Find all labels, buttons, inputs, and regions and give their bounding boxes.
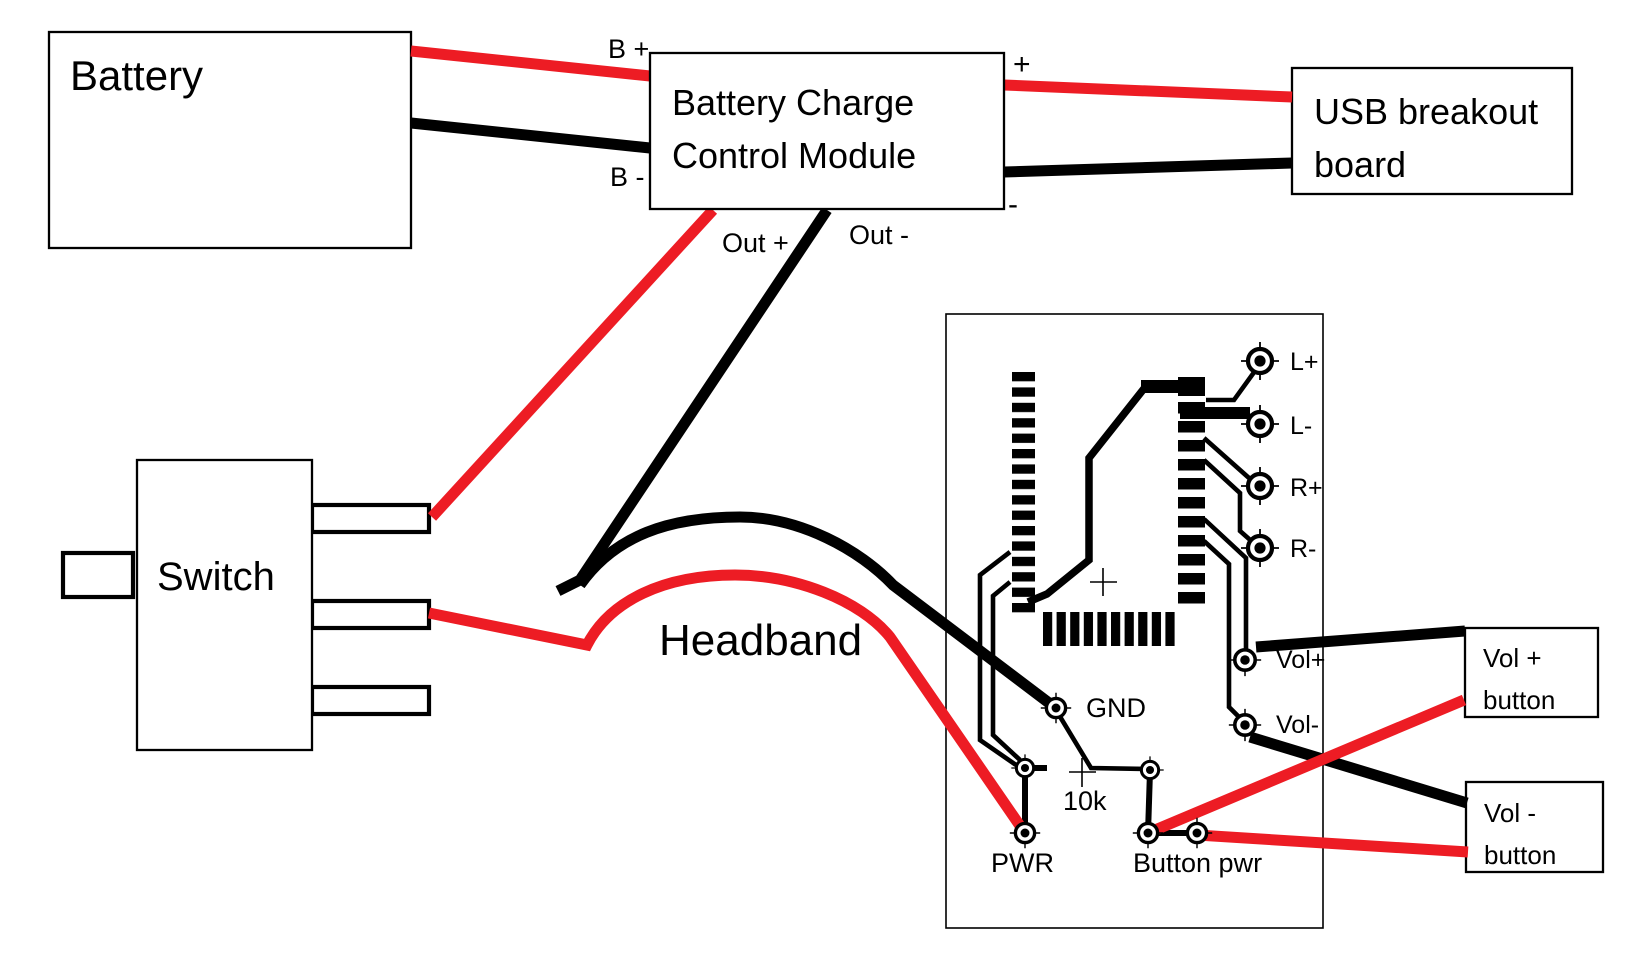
headband-label: Headband xyxy=(659,616,862,665)
wire-headband-red-to-pwr xyxy=(427,569,1030,837)
usb-breakout-label-line1: USB breakout xyxy=(1314,91,1538,132)
label-b-plus: B + xyxy=(608,34,649,64)
pcb-trace-chip-outline xyxy=(1026,382,1203,606)
vol-minus-button-component: Vol - button xyxy=(1464,780,1605,874)
label-out-plus: Out + xyxy=(722,228,789,258)
charge-module-label-line2: Control Module xyxy=(672,135,916,176)
wire-headband-black-to-gnd xyxy=(575,511,1057,711)
pcb-trace-r-minus xyxy=(1202,458,1259,548)
charge-module-box xyxy=(648,51,1006,211)
charge-module-label-line1: Battery Charge xyxy=(672,82,914,123)
label-resistor-10k: 10k xyxy=(1063,786,1107,816)
silkscreen-cross-upper xyxy=(1090,568,1117,596)
pcb-trace-vol-plus xyxy=(1202,517,1249,650)
label-usb-minus: - xyxy=(1008,188,1018,221)
label-pad-pwr: PWR xyxy=(991,848,1054,878)
label-pad-vol-minus: Vol- xyxy=(1276,711,1319,739)
switch-component: Switch xyxy=(60,458,432,752)
label-usb-plus: + xyxy=(1013,48,1031,81)
pcb-pin-header-right xyxy=(1178,402,1205,608)
usb-breakout-component: USB breakout board xyxy=(1290,66,1574,196)
switch-label: Switch xyxy=(157,555,275,599)
wire-button-pwr-to-vol-minus-red xyxy=(1196,829,1469,858)
battery-component: Battery xyxy=(47,30,413,250)
pcb-trace-vol-minus xyxy=(1202,539,1245,723)
wire-vol-plus-black xyxy=(1255,625,1466,653)
pcb-pin-row-bottom xyxy=(1043,612,1176,646)
wire-usb-plus-red xyxy=(1003,79,1293,103)
switch-terminal-middle xyxy=(309,598,432,631)
vol-minus-button-label-line2: button xyxy=(1484,840,1556,870)
label-pad-r-plus: R+ xyxy=(1290,474,1323,502)
wire-battery-minus-black xyxy=(410,117,651,154)
label-pad-l-plus: L+ xyxy=(1290,348,1319,376)
label-pad-r-minus: R- xyxy=(1290,535,1316,563)
usb-breakout-box xyxy=(1290,66,1574,196)
switch-box xyxy=(135,458,314,752)
wire-out-plus-red xyxy=(427,206,718,521)
switch-terminal-top xyxy=(309,502,432,535)
pcb-label-texts: L+ L- R+ R- Vol+ Vol- GND 10k PWR Button… xyxy=(991,348,1325,878)
label-pad-l-minus: L- xyxy=(1290,412,1312,440)
vol-minus-button-box xyxy=(1464,780,1605,874)
label-pad-button-pwr: Button pwr xyxy=(1133,848,1262,878)
pcb-trace-gnd-to-junction xyxy=(1054,708,1151,772)
wire-battery-plus-red xyxy=(410,45,651,82)
vol-plus-button-label-line2: button xyxy=(1483,685,1555,715)
vol-minus-button-label-line1: Vol - xyxy=(1484,798,1536,828)
battery-box xyxy=(47,30,413,250)
vol-plus-button-box xyxy=(1463,626,1600,719)
silkscreen-cross-resistor xyxy=(1069,758,1096,787)
wire-usb-minus-black xyxy=(1003,157,1293,178)
wires xyxy=(410,45,1469,858)
pcb-trace-l-plus xyxy=(1206,362,1262,403)
label-pad-gnd: GND xyxy=(1086,693,1146,723)
wire-vol-minus-black xyxy=(1248,731,1469,809)
vol-plus-button-label-line1: Vol + xyxy=(1483,643,1542,673)
wire-button-pwr-to-vol-plus-red xyxy=(1145,694,1467,839)
pcb-trace-lminus-bar xyxy=(1180,407,1250,419)
charge-module-component: Battery Charge Control Module xyxy=(648,51,1006,211)
wire-label-texts: B + B - + - Out + Out - Headband xyxy=(608,34,1031,665)
label-out-minus: Out - xyxy=(849,220,909,250)
switch-actuator xyxy=(60,550,136,600)
label-b-minus: B - xyxy=(610,162,645,192)
label-pad-vol-plus: Vol+ xyxy=(1276,646,1325,674)
vol-plus-button-component: Vol + button xyxy=(1463,626,1600,719)
usb-breakout-label-line2: board xyxy=(1314,144,1406,185)
pcb-pin-header-left xyxy=(1012,372,1035,613)
switch-terminal-bottom xyxy=(309,684,432,717)
battery-label: Battery xyxy=(70,52,203,99)
wire-out-minus-black xyxy=(555,206,832,596)
